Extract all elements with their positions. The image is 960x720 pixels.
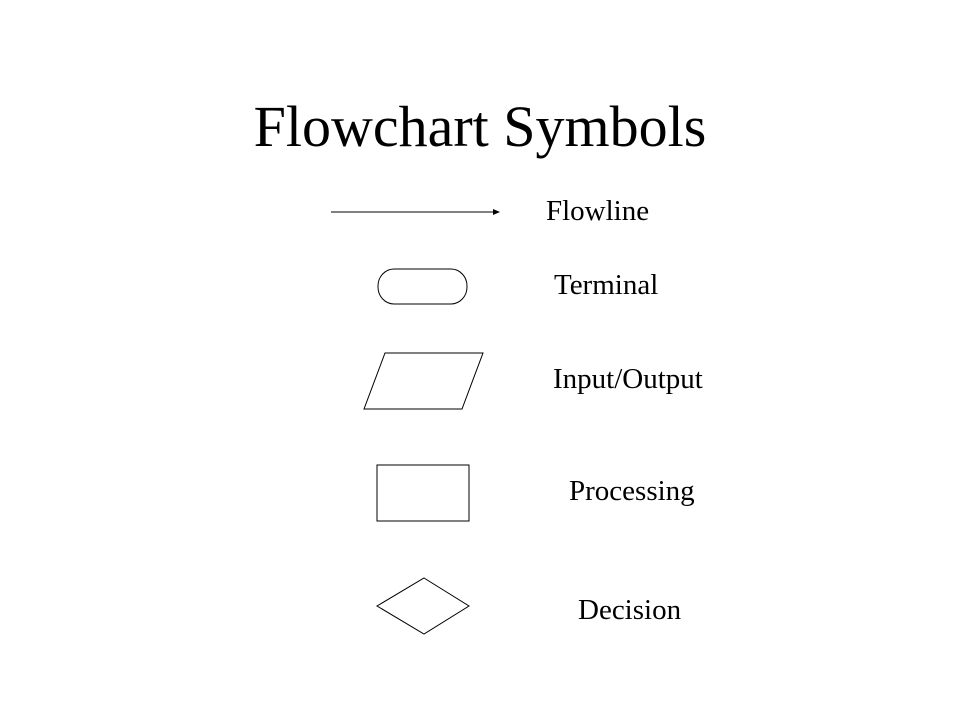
flowline-symbol (331, 209, 500, 215)
input-output-symbol (363, 352, 484, 410)
processing-symbol (376, 464, 470, 522)
flowline-label: Flowline (546, 195, 650, 227)
input-output-label: Input/Output (553, 363, 703, 395)
processing-label: Processing (569, 475, 695, 507)
terminal-label: Terminal (554, 269, 659, 301)
decision-symbol (376, 577, 470, 635)
slide-title: Flowchart Symbols (253, 94, 707, 159)
terminal-symbol (377, 268, 468, 305)
decision-label: Decision (578, 594, 682, 626)
